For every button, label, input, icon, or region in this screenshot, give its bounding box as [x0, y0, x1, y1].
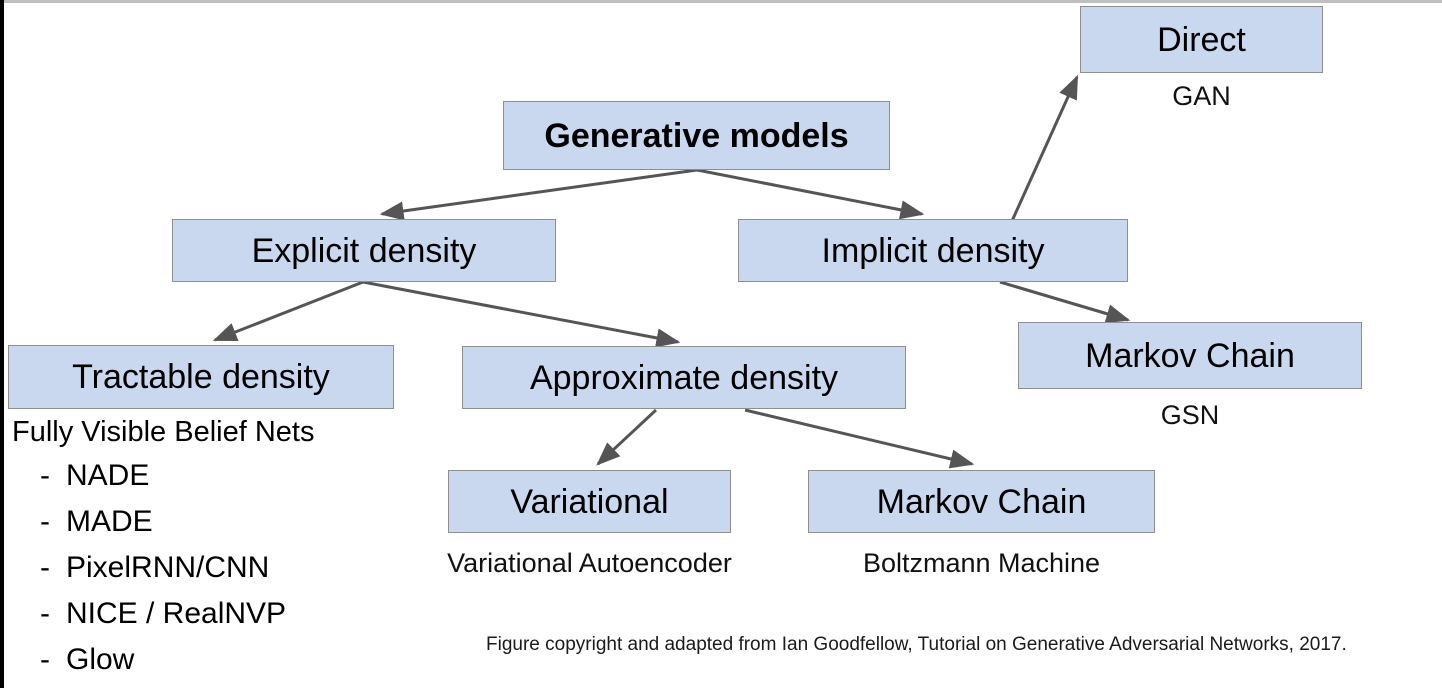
tractable-list-title: Fully Visible Belief Nets — [12, 416, 315, 448]
node-tractable-density[interactable]: Tractable density — [8, 345, 394, 409]
edge-implicit-to-direct — [1010, 74, 1079, 222]
list-item: - NADE — [12, 461, 432, 491]
list-item: - PixelRNN/CNN — [12, 553, 432, 583]
caption-direct-gan: GAN — [1172, 81, 1231, 111]
bullet-dash: - — [40, 459, 50, 492]
figure-credit: Figure copyright and adapted from Ian Go… — [486, 634, 1347, 655]
node-direct[interactable]: Direct — [1080, 6, 1323, 73]
caption-variational-autoencoder: Variational Autoencoder — [447, 548, 732, 578]
list-item: - MADE — [12, 507, 432, 537]
edge-approximate-to-markov-bottom — [744, 408, 975, 469]
bullet-dash: - — [40, 505, 50, 538]
node-approximate-density[interactable]: Approximate density — [462, 346, 906, 409]
node-markov-chain-right[interactable]: Markov Chain — [1018, 322, 1362, 389]
node-variational[interactable]: Variational — [448, 470, 731, 533]
caption-boltzmann-machine: Boltzmann Machine — [862, 548, 1101, 578]
list-item: - Glow — [12, 645, 432, 675]
list-item-label: NICE / RealNVP — [66, 597, 287, 630]
list-item-label: MADE — [66, 505, 153, 538]
list-item-label: Glow — [66, 643, 135, 676]
node-markov-chain-bottom[interactable]: Markov Chain — [808, 470, 1155, 533]
edge-root-to-explicit — [379, 168, 698, 221]
node-explicit-density[interactable]: Explicit density — [172, 219, 556, 282]
bullet-dash: - — [40, 597, 50, 630]
edge-approximate-to-variational — [596, 408, 658, 466]
top-divider — [0, 0, 1442, 3]
node-implicit-density[interactable]: Implicit density — [738, 219, 1128, 282]
list-item: - NICE / RealNVP — [12, 599, 432, 629]
edge-root-to-implicit — [696, 168, 925, 220]
list-item-label: NADE — [66, 459, 150, 492]
left-border — [0, 0, 4, 688]
edge-implicit-to-markov-right — [999, 280, 1131, 324]
node-generative-models[interactable]: Generative models — [503, 101, 890, 170]
bullet-dash: - — [40, 643, 50, 676]
tractable-density-examples: Fully Visible Belief Nets - NADE - MADE … — [12, 418, 432, 688]
bullet-dash: - — [40, 551, 50, 584]
caption-markov-chain-right-gsn: GSN — [1160, 400, 1220, 430]
edge-explicit-to-tractable — [212, 280, 364, 342]
edge-explicit-to-approximate — [362, 280, 681, 348]
list-item-label: PixelRNN/CNN — [66, 551, 270, 584]
